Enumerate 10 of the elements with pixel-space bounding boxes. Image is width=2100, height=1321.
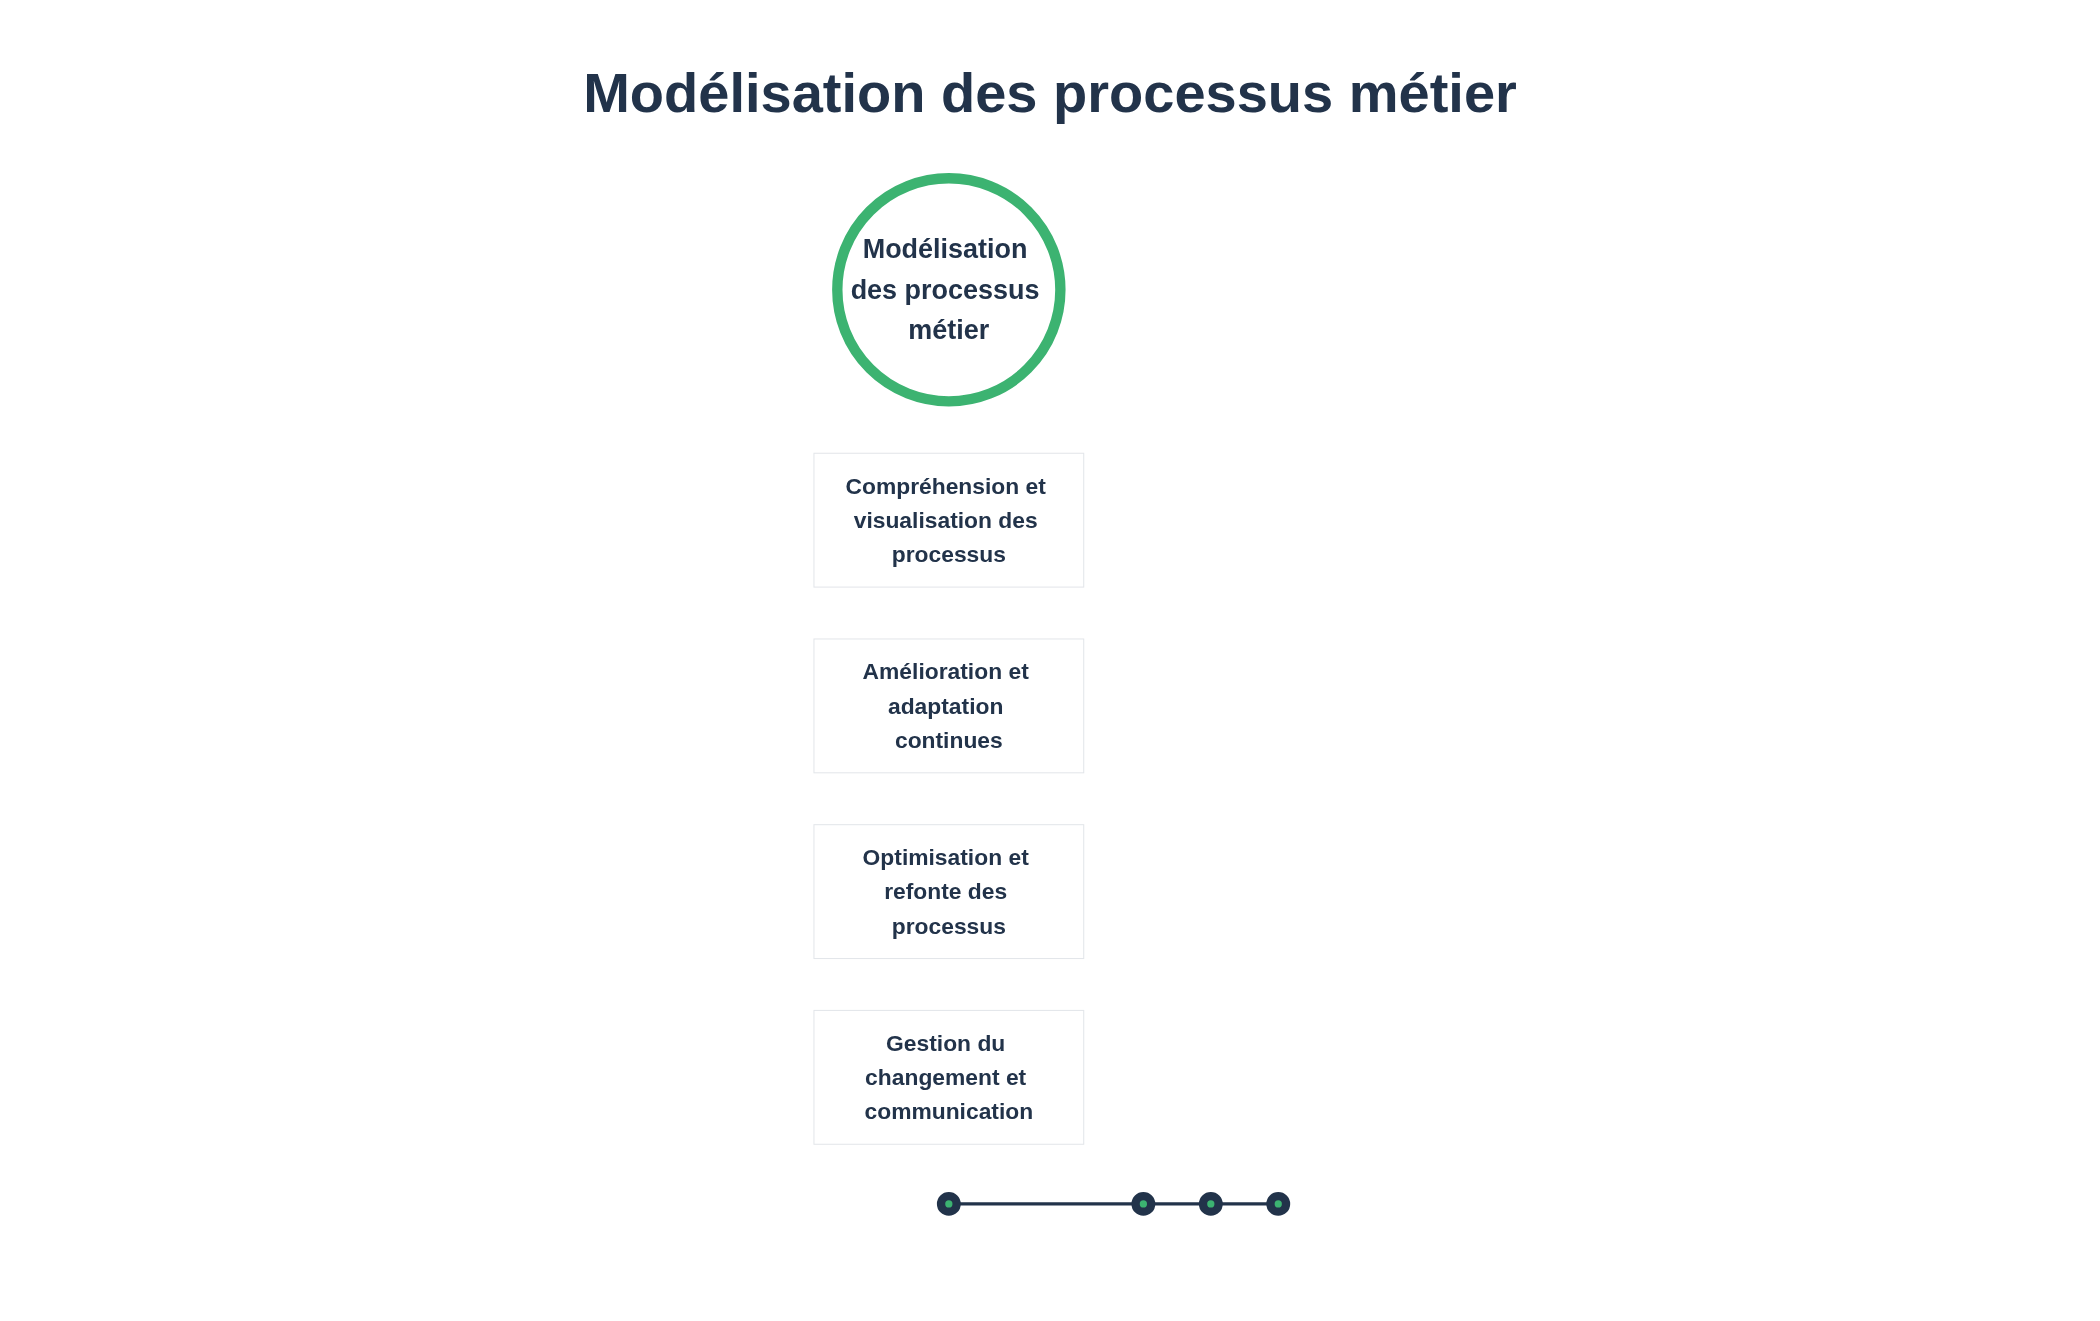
node-box: Optimisation et refonte des processus: [813, 824, 1085, 960]
node-circle: [1131, 1192, 1156, 1216]
node-box: Amélioration et adaptation continues: [813, 638, 1085, 774]
node-circle: [1266, 1192, 1291, 1216]
node-circle: Modélisation des processus métier: [832, 173, 1066, 407]
node-box: Compréhension et visualisation des processus: [813, 452, 1085, 588]
diagram-title: Modélisation des processus métier: [582, 60, 1518, 125]
node-box: Gestion du changement et communication: [813, 1009, 1085, 1145]
node-circle: [1198, 1192, 1223, 1216]
node-circle: [936, 1192, 961, 1216]
